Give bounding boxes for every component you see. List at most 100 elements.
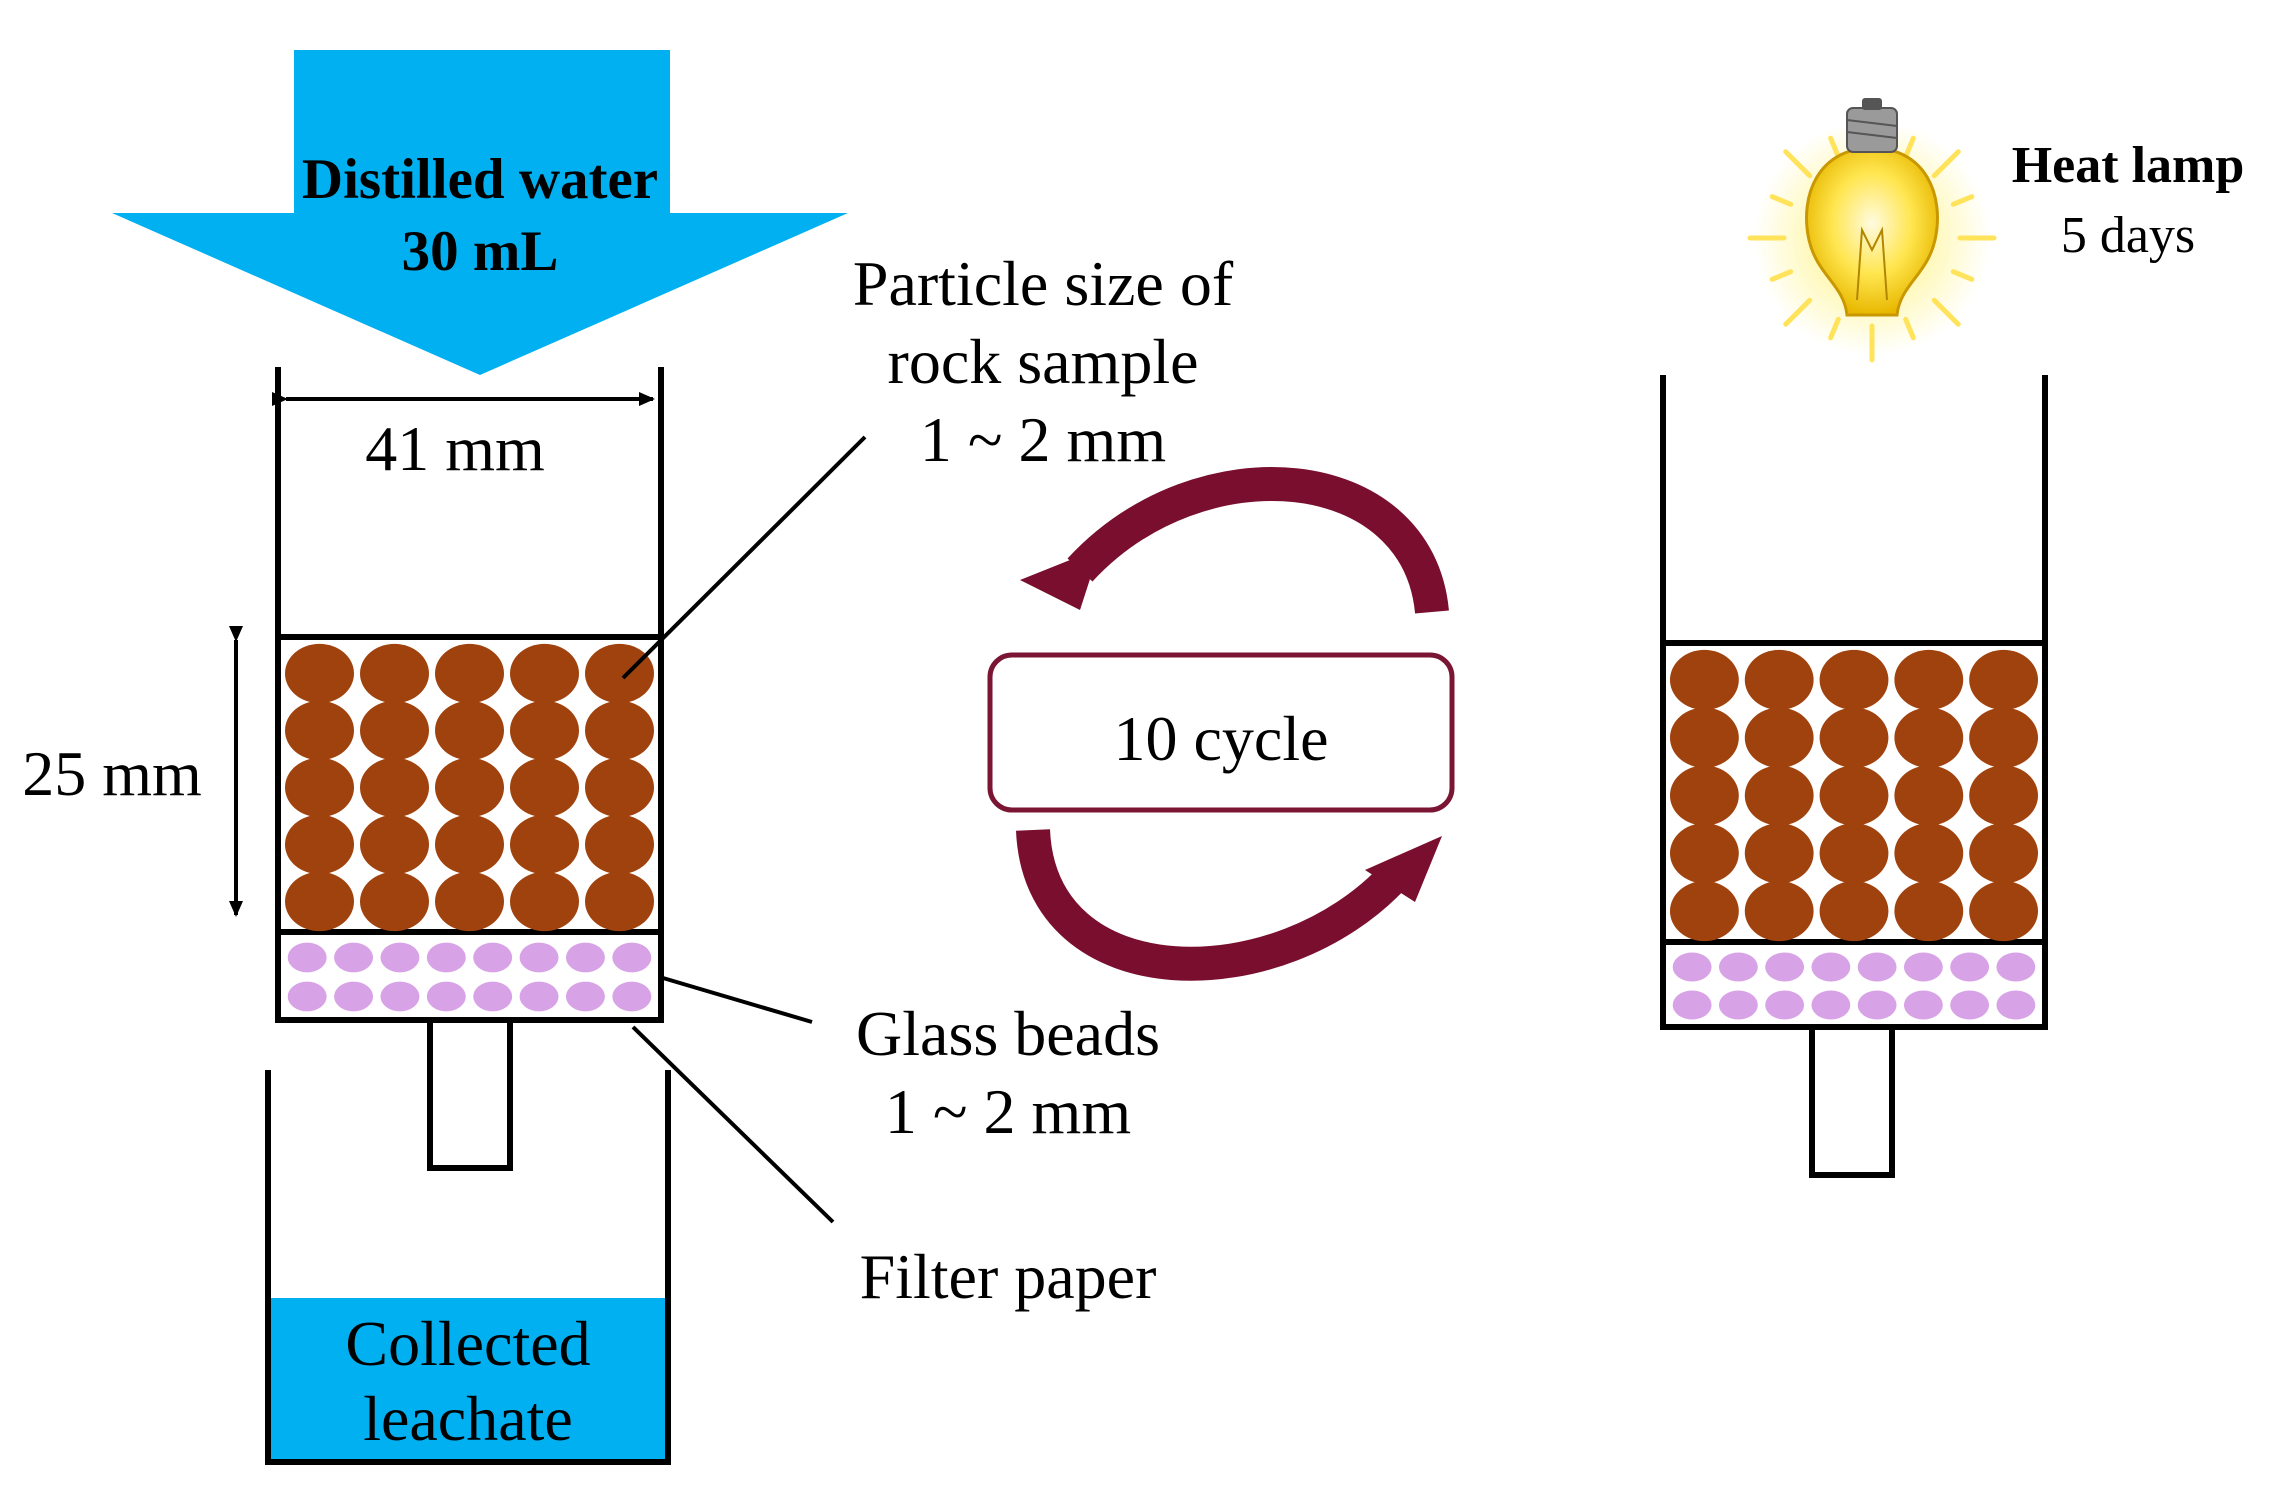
rock-particle [585,814,654,875]
glass-bead [1718,990,1758,1020]
glass-bead [519,981,559,1012]
rock-particle [510,700,579,761]
bulb-glass [1805,146,1939,317]
rock-particle [360,700,429,761]
bulb-tip [1862,98,1882,110]
glass-bead [1718,952,1758,982]
rock-particle [1669,881,1739,942]
right-outlet-tube [1809,1024,1895,1178]
water-label-line1: Distilled water [302,148,658,211]
rock-particle [285,757,354,818]
rock-particle [285,871,354,932]
bulb-ray [1931,297,1961,327]
rock-particle [1744,649,1814,710]
heat-duration-label: 5 days [2061,207,2195,264]
rock-particle [1819,649,1889,710]
rock-particle [510,814,579,875]
rock-particle [1744,707,1814,768]
cycle-arrow-bottom-head [1365,836,1442,902]
rock-particle [510,871,579,932]
water-arrow-shape [112,50,848,375]
collection-beaker: Collected leachate [265,1070,671,1465]
rock-particle [1669,823,1739,884]
glass-bead [1857,990,1897,1020]
glass-bead [380,942,420,973]
rock-particle [435,700,504,761]
glass-bead [426,942,466,973]
right-column [1660,375,2048,1178]
rock-particle [1669,765,1739,826]
glass-bead [519,942,559,973]
glass-bead [1857,952,1897,982]
rock-particle [585,700,654,761]
width-dimension: 41 mm [272,392,655,484]
bulb-ray [1903,316,1916,341]
bulb-ray [1783,149,1813,179]
particle-leader-line [621,435,867,680]
glass-bead [287,942,327,973]
leader-lines [621,435,867,1224]
distilled-water-arrow: Distilled water 30 mL [112,50,848,375]
rock-particle [1969,823,2039,884]
rock-particle [435,814,504,875]
bulb-ray [1828,316,1841,341]
bulb-base [1846,107,1898,153]
right-glass-beads [1672,952,2036,1020]
collected-label-line1: Collected [345,1308,590,1379]
rock-particle [1744,765,1814,826]
particle-label-line3: 1 ~ 2 mm [920,404,1166,475]
height-dimension: 25 mm [22,626,243,917]
glass-bead [473,981,513,1012]
height-label: 25 mm [22,738,202,809]
water-volume-label: 30 mL [402,220,559,283]
rock-particle [510,643,579,704]
rock-particle [285,814,354,875]
glass-bead [426,981,466,1012]
rock-particle [360,871,429,932]
glass-bead [565,942,605,973]
filter-paper-leader-line [631,1025,835,1224]
glass-bead [334,942,374,973]
rock-particle [1969,707,2039,768]
glass-bead [473,942,513,973]
glass-bead [1950,952,1990,982]
beaker-outline [265,1070,671,1465]
rock-particle [435,643,504,704]
cycle-box [987,652,1455,813]
rock-particle [1894,649,1964,710]
rock-particle [1744,823,1814,884]
particle-label-line1: Particle size of [853,248,1234,319]
glass-bead [612,981,652,1012]
glass-bead [1765,990,1805,1020]
collected-leachate-fill [268,1298,668,1460]
rock-particle [1969,649,2039,710]
glass-bead [1903,990,1943,1020]
rock-particle [1894,765,1964,826]
glass-bead [1950,990,1990,1020]
glass-bead [1996,952,2036,982]
glass-bead [334,981,374,1012]
rock-particle [1744,881,1814,942]
glass-beads-label-line1: Glass beads [856,998,1160,1069]
rock-particle [510,757,579,818]
glass-beads-leader-line [662,976,813,1024]
cycle-arrow-top-body [1067,467,1449,615]
rock-particle [585,757,654,818]
particle-label-line2: rock sample [888,326,1199,397]
rock-particle [1894,881,1964,942]
cycle-indicator: 10 cycle [987,467,1455,981]
width-label: 41 mm [365,413,545,484]
rock-particle [1969,881,2039,942]
bulb-ray [1769,269,1794,282]
rock-particle [285,643,354,704]
bulb-ray [1769,194,1794,207]
glass-bead [380,981,420,1012]
bulb-ray [1903,135,1916,160]
cycle-arrow-bottom-body [1016,828,1408,981]
light-bulb-icon [1747,98,1997,363]
glass-bead [612,942,652,973]
rock-particle [1669,649,1739,710]
heat-lamp-label: Heat lamp [2012,137,2245,194]
left-rock-particles [285,643,654,932]
